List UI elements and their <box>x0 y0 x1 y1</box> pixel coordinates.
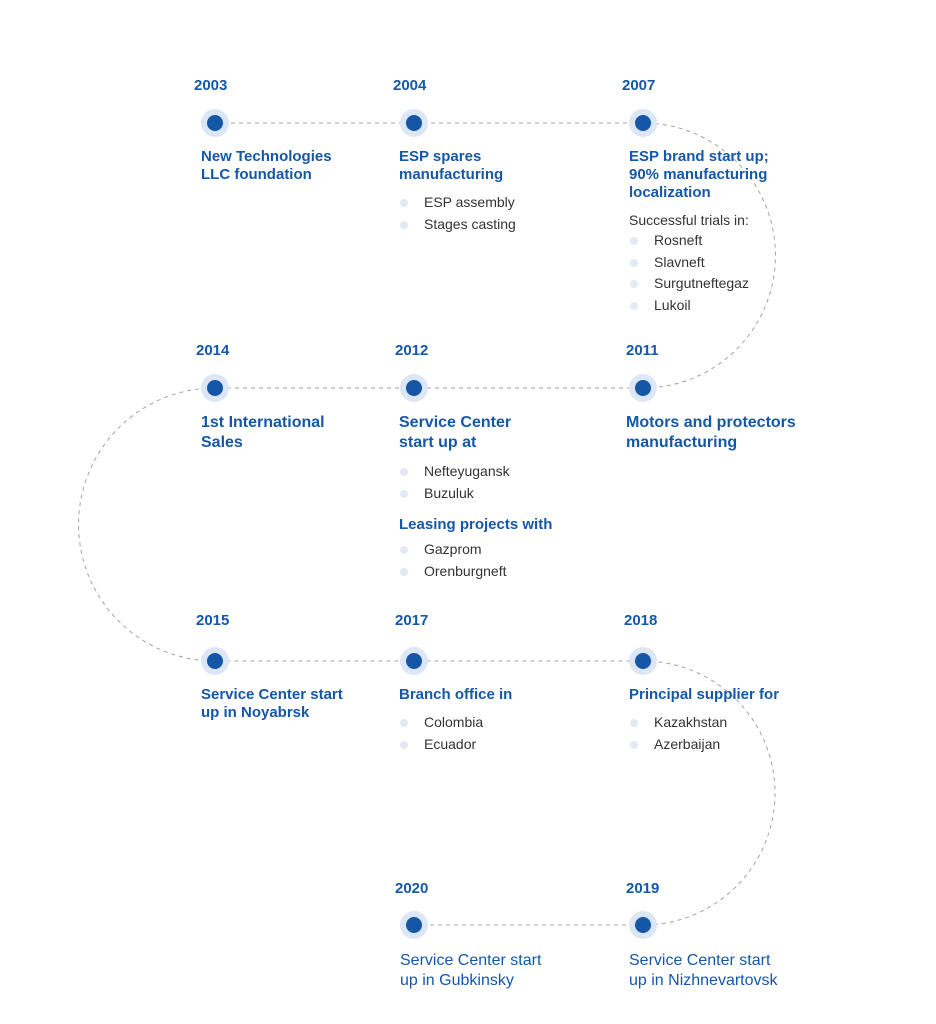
milestone-2011: Motors and protectors manufacturing <box>626 413 856 453</box>
bullet-list: ESP assembly Stages casting <box>399 192 609 235</box>
year-label-2019: 2019 <box>626 880 660 897</box>
list-item: Stages casting <box>399 214 609 236</box>
milestone-2018: Principal supplier for Kazakhstan Azerba… <box>629 686 839 755</box>
milestone-2017: Branch office in Colombia Ecuador <box>399 686 609 755</box>
milestone-dot-2011 <box>629 374 657 402</box>
milestone-dot-2007 <box>629 109 657 137</box>
list-item: Surgutneftegaz <box>629 273 839 295</box>
year-label-2012: 2012 <box>395 342 429 359</box>
milestone-dot-2014 <box>201 374 229 402</box>
milestone-title: Service Center start up in Nizhnevartovs… <box>629 952 778 989</box>
bullet-list: Gazprom Orenburgneft <box>399 539 609 582</box>
year-label-2020: 2020 <box>395 880 429 897</box>
milestone-title: ESP brand start up; 90% manufacturing lo… <box>629 148 769 201</box>
list-item: Buzuluk <box>399 483 609 505</box>
milestone-dot-2004 <box>400 109 428 137</box>
list-item: Azerbaijan <box>629 734 839 756</box>
bullet-list: Nefteyugansk Buzuluk <box>399 461 609 504</box>
list-item: Nefteyugansk <box>399 461 609 483</box>
milestone-dot-2017 <box>400 647 428 675</box>
milestone-dot-2020 <box>400 911 428 939</box>
milestone-title: Service Center start up at <box>399 414 512 451</box>
milestone-title: Service Center start up in Gubkinsky <box>400 952 542 989</box>
milestone-title: New Technologies LLC foundation <box>201 148 332 183</box>
year-label-2004: 2004 <box>393 77 427 94</box>
milestone-2012: Service Center start up at Nefteyugansk … <box>399 413 609 582</box>
milestone-title: ESP spares manufacturing <box>399 148 504 183</box>
year-label-2007: 2007 <box>622 77 656 94</box>
milestone-2003: New Technologies LLC foundation <box>201 148 411 184</box>
year-label-2015: 2015 <box>196 612 230 629</box>
year-label-2003: 2003 <box>194 77 228 94</box>
milestone-dot-2015 <box>201 647 229 675</box>
bullet-list: Colombia Ecuador <box>399 712 609 755</box>
list-item: Ecuador <box>399 734 609 756</box>
milestone-2015: Service Center start up in Noyabrsk <box>201 686 411 722</box>
list-item: Slavneft <box>629 252 839 274</box>
milestone-dot-2019 <box>629 911 657 939</box>
list-item: Gazprom <box>399 539 609 561</box>
list-item: Kazakhstan <box>629 712 839 734</box>
bullet-list: Kazakhstan Azerbaijan <box>629 712 839 755</box>
year-label-2018: 2018 <box>624 612 658 629</box>
milestone-title: 1st International Sales <box>201 414 325 451</box>
milestone-dot-2003 <box>201 109 229 137</box>
milestone-title: Principal supplier for <box>629 686 780 703</box>
milestone-2019: Service Center start up in Nizhnevartovs… <box>629 951 869 991</box>
list-item: Colombia <box>399 712 609 734</box>
milestone-title: Motors and protectors manufacturing <box>626 414 796 451</box>
milestone-title: Service Center start up in Noyabrsk <box>201 686 343 721</box>
year-label-2017: 2017 <box>395 612 429 629</box>
milestone-title: Branch office in <box>399 686 513 703</box>
milestone-2007: ESP brand start up; 90% manufacturing lo… <box>629 148 839 316</box>
list-item: ESP assembly <box>399 192 609 214</box>
milestone-2014: 1st International Sales <box>201 413 411 453</box>
year-label-2014: 2014 <box>196 342 230 359</box>
year-label-2011: 2011 <box>626 342 659 359</box>
list-item: Orenburgneft <box>399 561 609 583</box>
leasing-heading: Leasing projects with <box>399 516 553 533</box>
milestone-dot-2012 <box>400 374 428 402</box>
list-item: Rosneft <box>629 230 839 252</box>
bullet-list: Rosneft Slavneft Surgutneftegaz Lukoil <box>629 230 839 316</box>
trials-note: Successful trials in: <box>629 212 749 228</box>
milestone-2004: ESP spares manufacturing ESP assembly St… <box>399 148 609 235</box>
milestone-2020: Service Center start up in Gubkinsky <box>400 951 610 991</box>
list-item: Lukoil <box>629 295 839 317</box>
milestone-dot-2018 <box>629 647 657 675</box>
